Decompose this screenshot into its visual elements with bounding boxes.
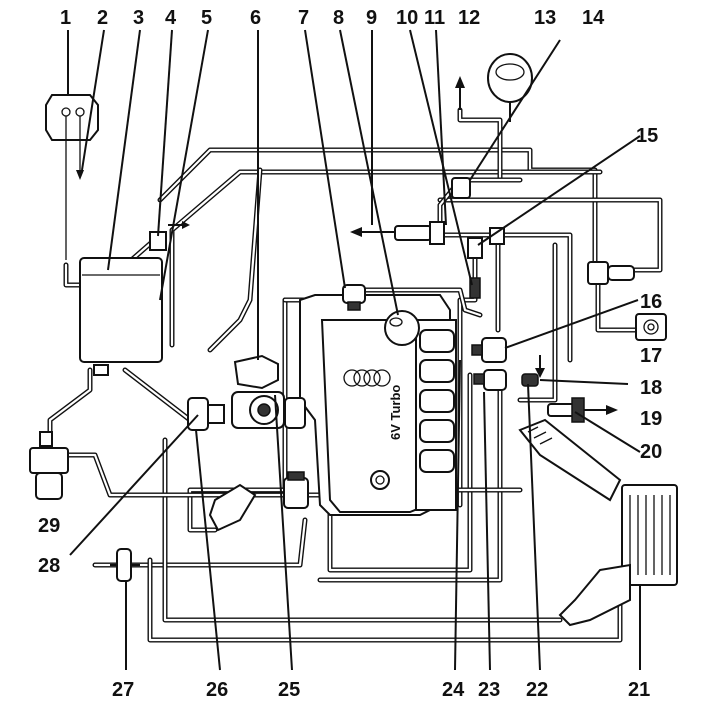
callout-12: 12 [458,7,480,29]
pressure-regulator-28 [187,397,225,431]
callout-21: 21 [628,679,650,701]
intake-duct [518,418,622,502]
callout-17: 17 [640,345,662,367]
callout-15: 15 [636,125,658,147]
solenoid-valve-16 [471,337,507,363]
callout-3: 3 [133,7,144,29]
oil-filler-cap [384,310,420,346]
sensor-19 [547,397,618,423]
engine-block: 6V Turbo [299,284,457,516]
callout-23: 23 [478,679,500,701]
callout-1: 1 [60,7,71,29]
callout-11: 11 [424,7,445,29]
callout-9: 9 [366,7,377,29]
callout-16: 16 [640,291,662,313]
arrow-9 [350,227,400,237]
solenoid-valve-23 [473,369,507,391]
brand-rings [343,369,391,387]
valve-25 [283,471,309,509]
callout-19: 19 [640,408,662,430]
callouts: 1 2 3 4 5 6 7 8 9 10 11 12 13 14 15 16 1… [38,7,662,701]
callout-20: 20 [640,441,662,463]
check-valve [587,261,635,285]
callout-24: 24 [442,679,465,701]
callout-22: 22 [526,679,548,701]
connector-18 [521,355,545,387]
valve-27 [110,548,140,582]
callout-8: 8 [333,7,344,29]
callout-25: 25 [278,679,300,701]
valve-cluster [394,177,505,299]
pressure-sensor-17 [635,313,667,341]
callout-28: 28 [38,555,60,577]
expansion-reservoir [487,53,533,122]
callout-10: 10 [396,7,418,29]
hose-elbow-26 [208,483,257,532]
callout-29: 29 [38,515,60,537]
arrow-12 [455,76,465,110]
callout-27: 27 [112,679,134,701]
crankcase-breather [342,284,366,311]
intake-runners [419,329,455,473]
charcoal-canister [79,221,190,376]
callout-26: 26 [206,679,228,701]
callout-7: 7 [298,7,309,29]
callout-18: 18 [640,377,662,399]
intercooler [558,484,678,627]
callout-4: 4 [165,7,177,29]
engine-label: 6V Turbo [388,385,403,440]
leader-lines [67,29,641,671]
fuel-filter [29,431,69,500]
callout-13: 13 [534,7,556,29]
callout-5: 5 [201,7,212,29]
callout-2: 2 [97,7,108,29]
callout-6: 6 [250,7,261,29]
callout-14: 14 [582,7,605,29]
throttle-assembly [231,354,306,429]
vacuum-gauge [45,94,99,260]
